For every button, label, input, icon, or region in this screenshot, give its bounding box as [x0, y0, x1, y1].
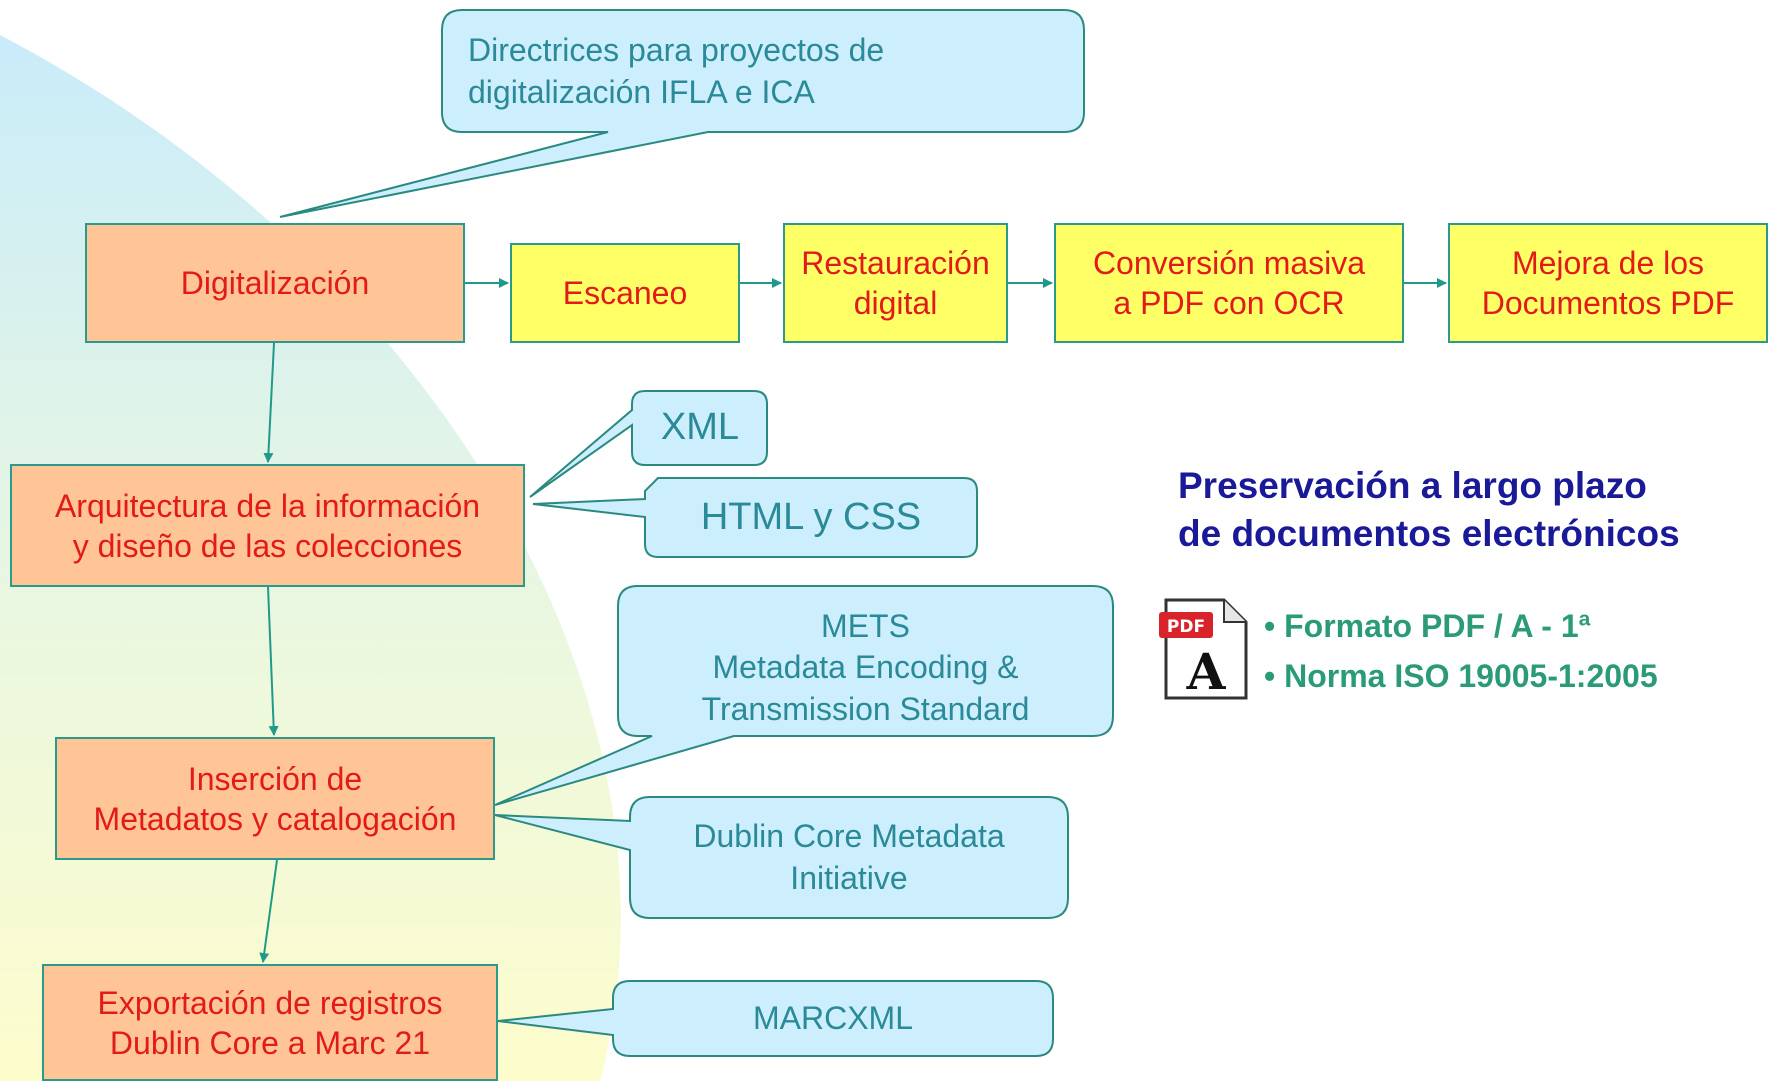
callout-mets-shape — [494, 585, 1114, 806]
box-exportacion: Exportación de registros Dublin Core a M… — [42, 964, 498, 1081]
callout-dublin-shape — [494, 796, 1069, 919]
callout-xml-shape — [529, 390, 768, 498]
arrow-insercion-exportacion — [259, 859, 278, 963]
pdf-document-icon: PDF A — [1159, 598, 1248, 701]
svg-text:PDF: PDF — [1167, 617, 1205, 637]
box-mejora: Mejora de los Documentos PDF — [1448, 223, 1768, 343]
callout-directrices-shape — [279, 9, 1085, 218]
callout-mets: METS Metadata Encoding & Transmission St… — [701, 607, 1030, 727]
callout-html-shape — [532, 477, 978, 558]
box-arquitectura: Arquitectura de la información y diseño … — [10, 464, 525, 587]
svg-text:A: A — [1186, 642, 1227, 701]
preservation-bullet-iso: • Norma ISO 19005-1:2005 — [1264, 658, 1658, 694]
preservation-heading: Preservación a largo plazo de documentos… — [1178, 465, 1680, 555]
arrow-arquitectura-insercion — [267, 586, 279, 736]
box-restauracion: Restauración digital — [783, 223, 1008, 343]
callout-html-css: HTML y CSS — [700, 495, 922, 538]
box-digitalizacion: Digitalización — [85, 223, 465, 343]
arrow-dig-arquitectura — [263, 342, 275, 463]
box-escaneo: Escaneo — [510, 243, 740, 343]
callout-directrices: Directrices para proyectos de digitaliza… — [468, 32, 885, 110]
box-insercion: Inserción de Metadatos y catalogación — [55, 737, 495, 860]
callout-dublin-core: Dublin Core Metadata Initiative — [693, 817, 1005, 896]
callout-xml: XML — [660, 406, 740, 449]
callout-marcxml: MARCXML — [752, 999, 913, 1036]
preservation-bullet-pdfa: • Formato PDF / A - 1ª — [1264, 608, 1591, 644]
box-conversion: Conversión masiva a PDF con OCR — [1054, 223, 1404, 343]
callout-marcxml-shape — [497, 980, 1054, 1057]
